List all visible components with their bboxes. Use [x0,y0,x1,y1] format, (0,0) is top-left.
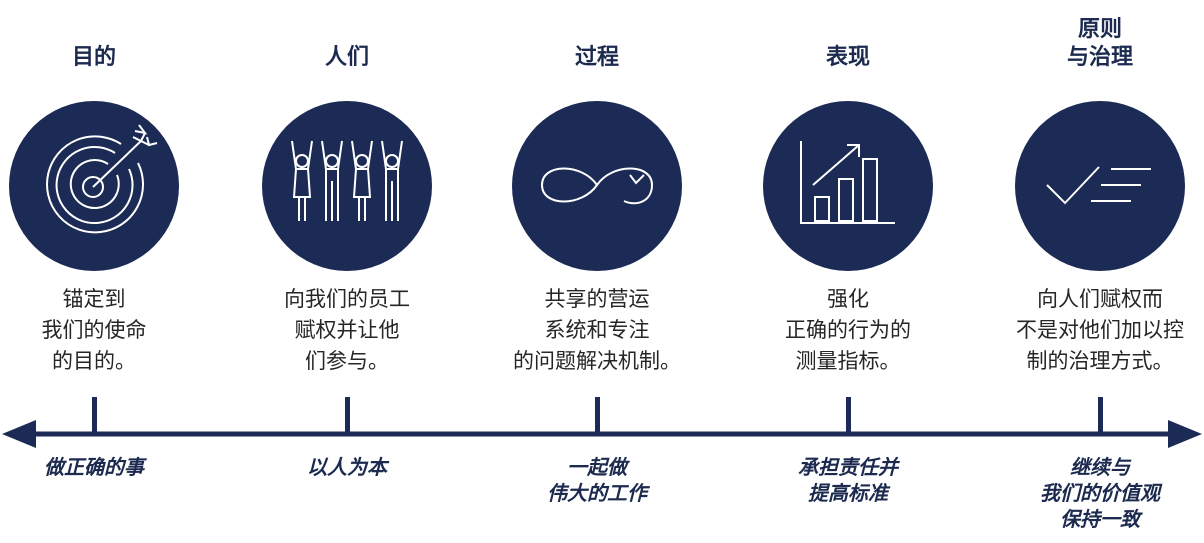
timeline-tick [345,397,350,433]
stage-purpose: 目的 锚定到 我们的使命 的目的。 做正确的事 [0,0,209,543]
target-arrow-icon [46,124,158,234]
people-cheering-icon [291,140,403,221]
timeline-right-arrow-icon [1168,420,1202,448]
stage-value: 承担责任并 提高标准 [798,455,898,505]
stage-icon-circle [262,101,432,271]
stage-icon-circle [512,101,682,271]
stage-title: 过程 [574,45,619,70]
timeline-axis [2,420,1202,448]
stage-value: 以人为本 [307,455,387,479]
stage-icon-circle [9,101,179,271]
stage-process: 过程 共享的营运 系统和专注 的问题解决机制。 一起做 伟大的工作 [482,0,712,543]
timeline-tick [846,397,851,433]
stage-description: 锚定到 我们的使命 的目的。 [41,287,147,373]
stage-description: 向人们赋权而 不是对他们加以控 制的治理方式。 [1016,287,1184,373]
timeline-tick [92,397,97,433]
timeline-tick [1098,397,1103,433]
stage-performance: 表现 强化 正确的行为的 测量指标。 承担责任并 提高标准 [733,0,963,543]
stage-description: 强化 正确的行为的 测量指标。 [785,287,911,373]
stage-description: 向我们的员工 赋权并让他 们参与。 [284,287,410,373]
stage-title: 目的 [71,45,116,70]
stage-value: 做正确的事 [44,455,144,479]
timeline-left-arrow-icon [2,420,36,448]
stage-value: 继续与 我们的价值观 保持一致 [1040,455,1160,531]
stage-icon-circle [1015,101,1185,271]
stage-principles-governance: 原则 与治理 向人们赋权而 不是对他们加以控 制的治理方式。 继续与 我们的价值… [985,0,1204,543]
checkmark-lines-icon [1046,166,1151,205]
stage-people: 人们 [232,0,462,543]
stage-icon-circle [763,101,933,271]
timeline-tick [595,397,600,433]
stage-title: 人们 [324,45,369,70]
stage-description: 共享的营运 系统和专注 的问题解决机制。 [513,287,681,373]
stage-title: 表现 [825,45,870,70]
infinity-loop-icon [540,167,654,205]
stage-value: 一起做 伟大的工作 [547,455,647,505]
stage-title: 原则 与治理 [1066,17,1133,70]
bar-chart-growth-icon [800,141,895,224]
